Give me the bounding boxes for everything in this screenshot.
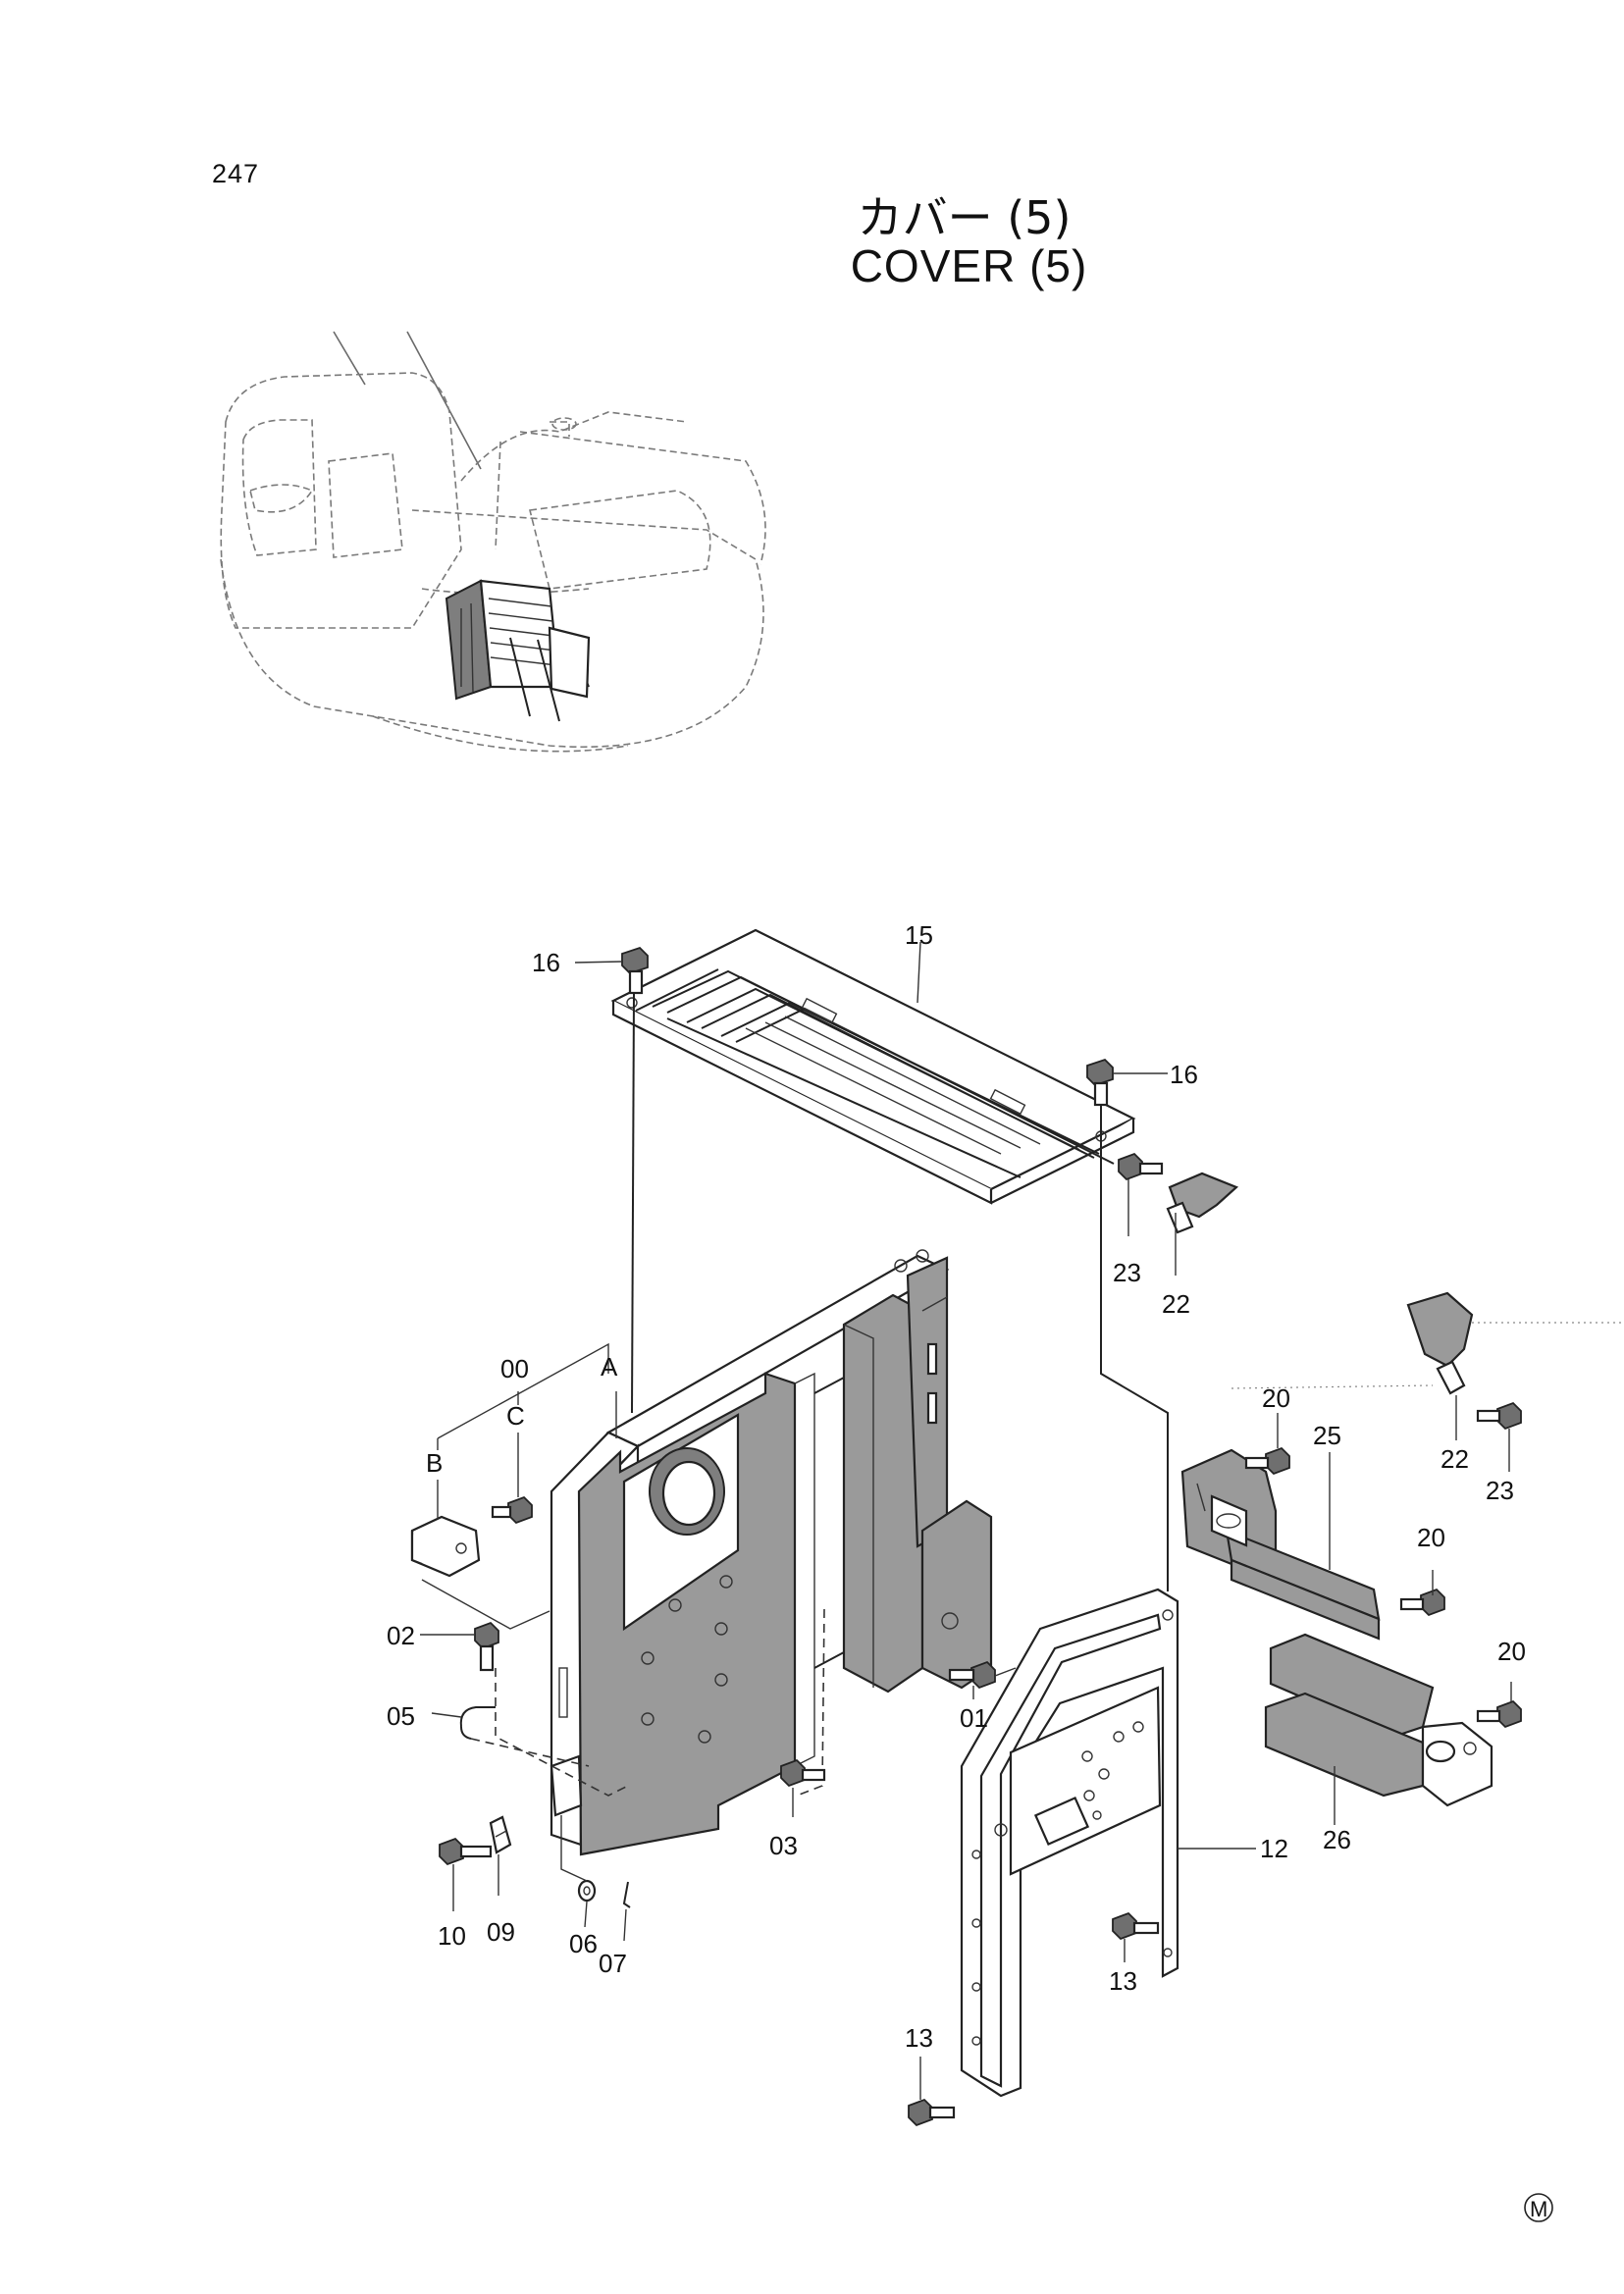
front-frame-part-12 bbox=[960, 1588, 1179, 2098]
callout-22-upper: 22 bbox=[1162, 1289, 1190, 1319]
callout-22-lower: 22 bbox=[1441, 1444, 1469, 1474]
bolt-part-16-right bbox=[1086, 1058, 1114, 1107]
bolt-part-23-upper bbox=[1118, 1152, 1164, 1181]
callout-labels: 00 A C B 15 16 16 23 22 20 25 22 23 20 2… bbox=[387, 920, 1526, 2053]
callout-20-b: 20 bbox=[1417, 1523, 1445, 1552]
manufacturer-mark-letter: M bbox=[1530, 2197, 1547, 2221]
bolt-part-00-c bbox=[491, 1495, 533, 1525]
callout-00: 00 bbox=[500, 1354, 529, 1383]
callout-26: 26 bbox=[1323, 1825, 1351, 1854]
callout-ref-a: A bbox=[601, 1352, 618, 1382]
callout-15: 15 bbox=[905, 920, 933, 950]
machine-locator-illustration bbox=[220, 331, 766, 753]
bolt-part-10 bbox=[439, 1837, 493, 1866]
bolt-part-20-b bbox=[1399, 1588, 1445, 1617]
clip-part-22-upper bbox=[1166, 1172, 1239, 1234]
pin-part-07 bbox=[622, 1881, 631, 1908]
bolt-part-13-upper bbox=[1112, 1911, 1160, 1941]
bracket-part-25 bbox=[1180, 1448, 1381, 1641]
bolt-part-01 bbox=[948, 1660, 996, 1690]
bolt-part-20-a bbox=[1244, 1446, 1290, 1476]
callout-10: 10 bbox=[438, 1921, 466, 1951]
callout-01: 01 bbox=[960, 1703, 988, 1733]
callout-12: 12 bbox=[1260, 1834, 1288, 1863]
bracket-part-26 bbox=[1264, 1633, 1493, 1807]
page-number: 247 bbox=[212, 159, 260, 188]
callout-ref-c: C bbox=[506, 1401, 525, 1431]
main-panel-assembly bbox=[410, 1249, 993, 1856]
callout-13-upper: 13 bbox=[1109, 1966, 1137, 1996]
manufacturer-mark: M bbox=[1524, 2193, 1553, 2222]
bolt-part-23-lower bbox=[1476, 1401, 1522, 1431]
callout-20-a: 20 bbox=[1262, 1383, 1290, 1413]
callout-25: 25 bbox=[1313, 1421, 1341, 1450]
bolt-part-20-c bbox=[1476, 1699, 1522, 1729]
page-title-english: COVER (5) bbox=[850, 240, 1088, 291]
bolt-part-02 bbox=[474, 1621, 499, 1672]
callout-16-right: 16 bbox=[1170, 1060, 1198, 1089]
callout-13-lower: 13 bbox=[905, 2023, 933, 2053]
bolt-part-13-lower bbox=[908, 2098, 956, 2127]
callout-09: 09 bbox=[487, 1917, 515, 1947]
washer-part-06 bbox=[577, 1879, 597, 1903]
bolt-part-03 bbox=[780, 1758, 826, 1788]
callout-06: 06 bbox=[569, 1929, 598, 1958]
callout-16-left: 16 bbox=[532, 948, 560, 977]
clip-part-22-lower bbox=[1406, 1291, 1474, 1395]
callout-ref-b: B bbox=[426, 1448, 443, 1478]
page-title-japanese: カバー (5) bbox=[857, 191, 1072, 244]
callout-02: 02 bbox=[387, 1621, 415, 1650]
bolt-part-16-left bbox=[621, 946, 649, 995]
callout-20-c: 20 bbox=[1497, 1637, 1526, 1666]
callout-03: 03 bbox=[769, 1831, 798, 1860]
callout-05: 05 bbox=[387, 1701, 415, 1731]
callout-23-lower: 23 bbox=[1486, 1476, 1514, 1505]
callout-23-upper: 23 bbox=[1113, 1258, 1141, 1287]
top-grille-cover-part-15 bbox=[610, 928, 1136, 1205]
callout-07: 07 bbox=[599, 1949, 627, 1978]
leader-lines bbox=[420, 941, 1624, 2100]
